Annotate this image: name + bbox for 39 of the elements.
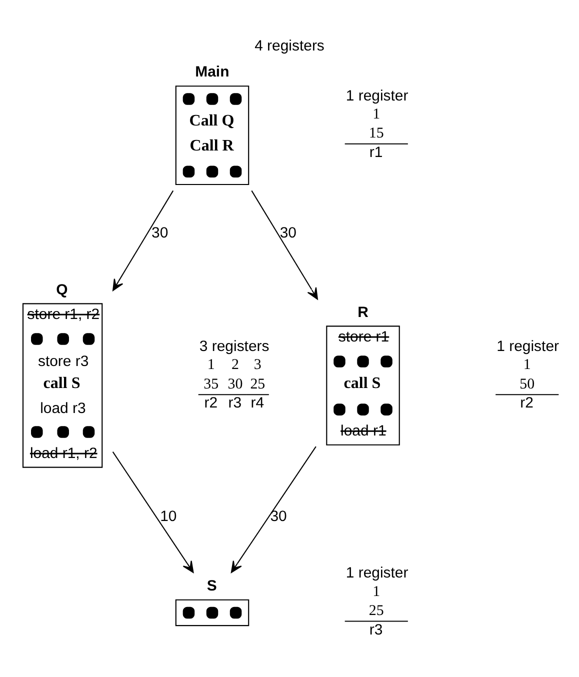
edge-label: 10: [160, 507, 177, 524]
node-label: 25: [368, 602, 384, 619]
node-label: 30: [228, 376, 243, 392]
node-label: 2: [231, 356, 239, 373]
node-label: 1 register: [346, 564, 408, 582]
node-box: [175, 598, 250, 626]
edge-label: 30: [270, 507, 287, 524]
node-label: 3 registers: [199, 337, 270, 354]
node-box: store r1, r2 store r3 call S load r3 load r1, r2: [22, 302, 103, 468]
node-box: store r1 call S load r1: [326, 325, 400, 445]
edge-label: 30: [152, 224, 168, 242]
node-label: r2: [204, 394, 218, 412]
edge-label: 30: [280, 224, 296, 242]
node-label: 1 register: [346, 86, 408, 104]
node-label: r3: [369, 620, 383, 638]
arrow: [112, 190, 174, 290]
node-label: 3: [254, 356, 262, 373]
node-label: r4: [250, 394, 264, 412]
node-box: Call Q Call R: [175, 85, 250, 185]
node-label: 1: [207, 356, 215, 373]
node-label: 35: [204, 376, 219, 392]
node-label: 1 register: [496, 337, 559, 354]
node-label: 1: [372, 106, 380, 122]
node-label: r1: [369, 143, 383, 160]
node-label: 50: [520, 376, 535, 392]
node-label: r3: [228, 394, 242, 412]
node-label: 1: [523, 356, 531, 373]
node-label: S: [206, 576, 217, 594]
node-label: 25: [250, 376, 266, 392]
node-label: R: [358, 303, 368, 320]
diagram-title: 4 registers: [254, 37, 324, 54]
node-label: 15: [368, 125, 384, 142]
node-label: Main: [195, 63, 230, 80]
arrow: [251, 190, 318, 300]
arrow: [112, 451, 194, 572]
node-label: r2: [520, 394, 534, 412]
node-label: 1: [372, 583, 380, 600]
node-label: Q: [56, 280, 68, 298]
arrow: [230, 446, 316, 572]
